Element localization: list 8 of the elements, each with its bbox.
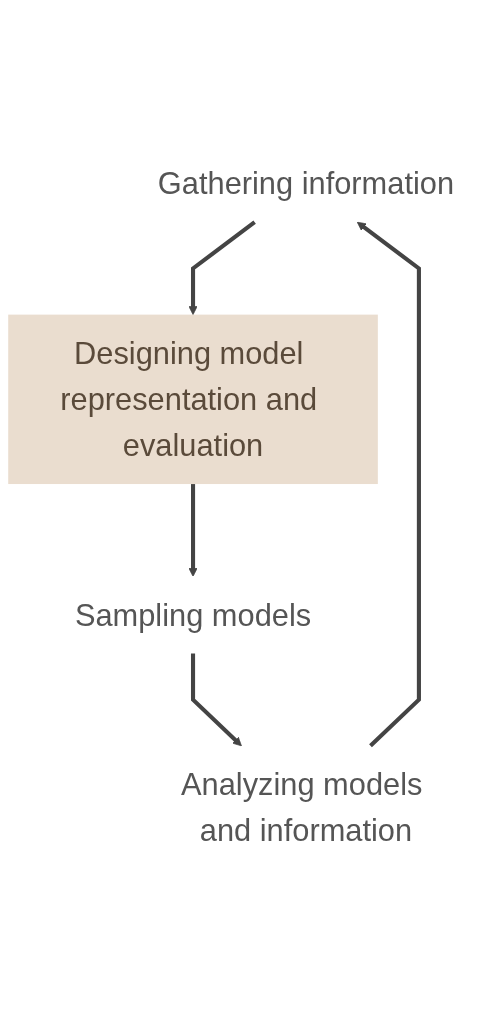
node-box: Designing model representation and evaluation bbox=[8, 315, 378, 485]
node-text: Analyzing models and information bbox=[180, 767, 423, 848]
node-text: Gathering information bbox=[157, 167, 455, 202]
arrow bbox=[188, 220, 256, 316]
node-text: Sampling models bbox=[74, 598, 312, 633]
arrow bbox=[356, 222, 421, 748]
arrow bbox=[188, 484, 198, 578]
arrow bbox=[190, 653, 242, 747]
